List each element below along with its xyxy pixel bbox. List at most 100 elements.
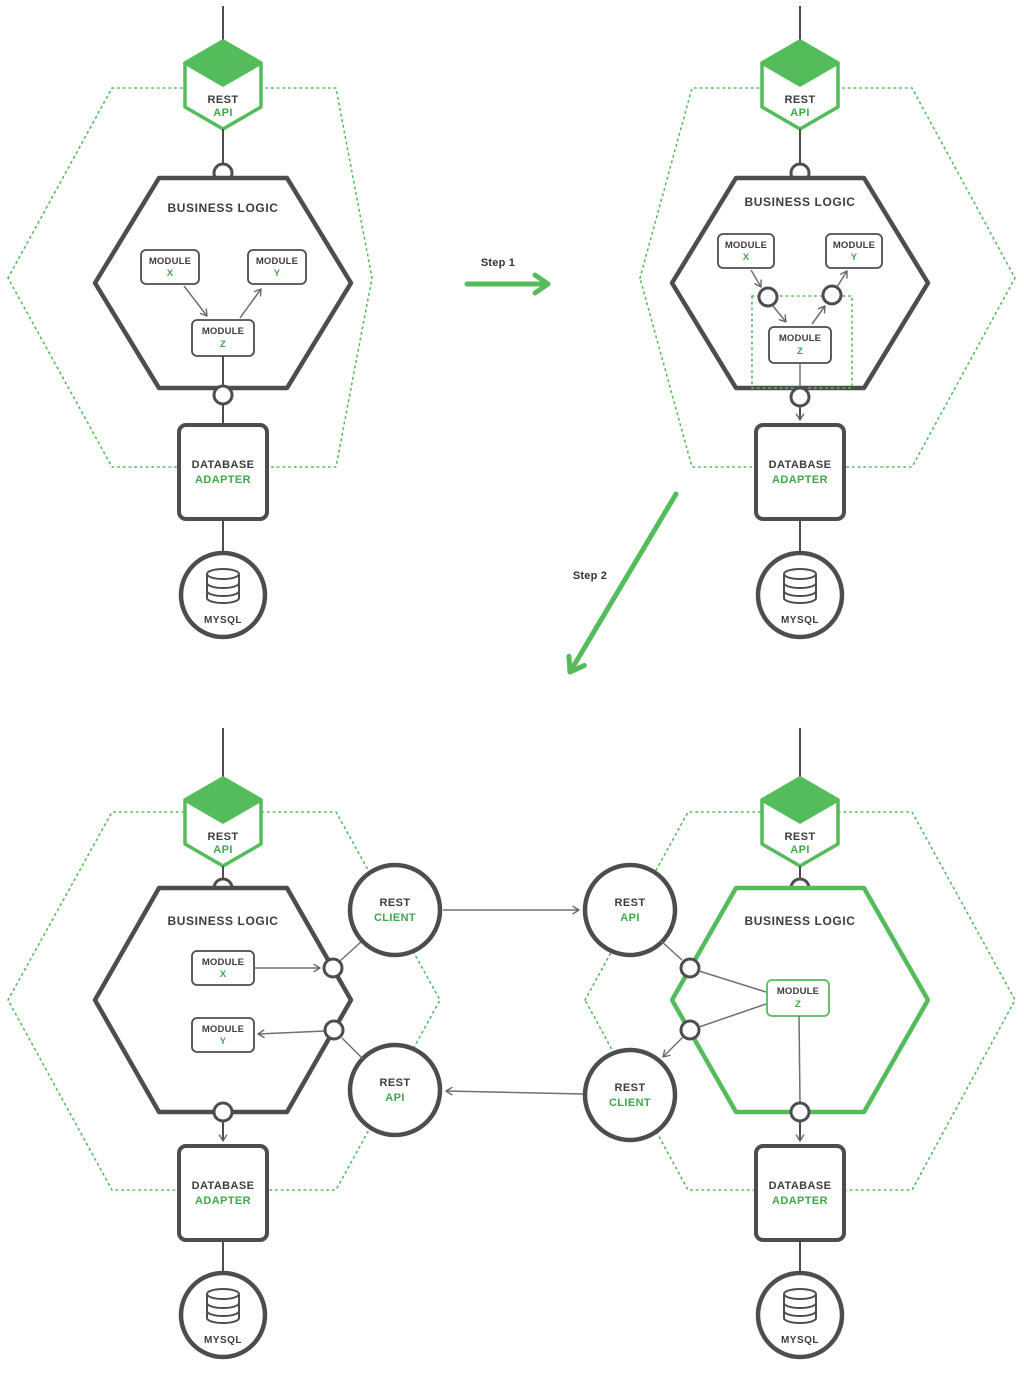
rest-api-circle: [347, 1042, 443, 1138]
module-label: MODULE: [149, 256, 191, 267]
api-label: API: [790, 107, 810, 119]
mysql-node: MYSQL: [178, 1270, 268, 1360]
database-label: DATABASE: [192, 459, 255, 471]
api-label: API: [213, 844, 233, 856]
module-x-box: [717, 233, 775, 269]
business-logic-hexagon: [92, 885, 354, 1115]
mysql-label: MYSQL: [204, 1335, 242, 1346]
rest-api-package-node: REST API: [760, 776, 840, 868]
mysql-label: MYSQL: [204, 615, 242, 626]
database-adapter-node: DATABASE ADAPTER: [754, 1144, 846, 1242]
rest-client-outbound-node: REST CLIENT: [347, 862, 443, 958]
rest-label: REST: [208, 831, 239, 843]
module-label: MODULE: [256, 256, 298, 267]
module-x-node: MODULE X: [140, 249, 200, 285]
arrow-port-to-y: [836, 270, 848, 288]
monolith-boundary-dotted: [639, 87, 1016, 468]
database-label: DATABASE: [769, 1180, 832, 1192]
interface-port: [323, 1019, 345, 1041]
arrow-z-to-port: [811, 305, 826, 325]
cylinder-rib: [206, 582, 240, 589]
business-logic-hexagon: [92, 175, 354, 391]
connector-line: [698, 1003, 767, 1028]
module-z-letter: Z: [220, 339, 226, 350]
package-top-face: [183, 776, 263, 824]
api-label: API: [385, 1092, 405, 1104]
arrow-port-to-client: [662, 1036, 684, 1058]
interface-port: [212, 1101, 234, 1123]
module-z-letter: Z: [797, 346, 803, 357]
cylinder-top: [206, 568, 240, 580]
rest-label: REST: [208, 94, 239, 106]
adapter-label: ADAPTER: [772, 1195, 828, 1207]
step2-arrow: [566, 491, 679, 675]
rest-client-circle: [347, 862, 443, 958]
module-y-letter: Y: [220, 1036, 227, 1047]
cylinder-top: [783, 1288, 817, 1300]
database-label: DATABASE: [192, 1180, 255, 1192]
interface-port: [789, 1101, 811, 1123]
database-cylinder-icon: [206, 568, 240, 604]
rest-label: REST: [380, 1077, 411, 1089]
mysql-label: MYSQL: [781, 1335, 819, 1346]
module-label: MODULE: [777, 986, 819, 997]
module-y-box: [825, 233, 883, 269]
interface-port: [789, 386, 811, 408]
module-y-node: MODULE Y: [247, 249, 307, 285]
database-adapter-node: DATABASE ADAPTER: [177, 423, 269, 521]
rest-api-circle: [582, 862, 678, 958]
connector-line: [698, 970, 767, 993]
database-adapter-box: [177, 423, 269, 521]
module-x-letter: X: [743, 252, 750, 263]
database-cylinder-icon: [206, 1288, 240, 1324]
module-x-node: MODULE X: [717, 233, 775, 269]
module-label: MODULE: [779, 333, 821, 344]
business-logic-label: BUSINESS LOGIC: [167, 201, 278, 215]
mysql-label: MYSQL: [781, 615, 819, 626]
module-x-node: MODULE X: [191, 950, 255, 986]
module-z-box: [766, 979, 830, 1017]
package-top-face: [760, 39, 840, 87]
rest-client-return-node: REST CLIENT: [582, 1047, 678, 1143]
cylinder-rib: [783, 1310, 817, 1317]
cylinder-top: [783, 568, 817, 580]
interface-port: [322, 957, 344, 979]
module-z-node: MODULE Z: [191, 319, 255, 357]
panel-monolith-step1: REST API BUSINESS LOGIC MODULE X MODULE …: [639, 6, 1016, 640]
database-adapter-node: DATABASE ADAPTER: [177, 1144, 269, 1242]
connector-line: [339, 940, 363, 962]
adapter-label: ADAPTER: [195, 474, 251, 486]
database-adapter-box: [754, 423, 846, 521]
arrow-port-to-y: [257, 1029, 326, 1039]
module-y-box: [191, 1017, 255, 1053]
step1-label: Step 1: [481, 257, 515, 269]
rest-api-inbound-node: REST API: [582, 862, 678, 958]
cylinder-rib: [206, 1310, 240, 1317]
module-x-letter: X: [220, 969, 227, 980]
rest-api-package-node: REST API: [183, 776, 263, 868]
database-adapter-node: DATABASE ADAPTER: [754, 423, 846, 521]
database-adapter-box: [754, 1144, 846, 1242]
cylinder-rib: [783, 590, 817, 597]
rest-label: REST: [615, 897, 646, 909]
mysql-node: MYSQL: [755, 1270, 845, 1360]
panel-monolith-refactored: REST API BUSINESS LOGIC MODULE X MODULE …: [7, 728, 441, 1360]
rest-api-package-node: REST API: [760, 39, 840, 131]
api-label: API: [790, 844, 810, 856]
cylinder-rib: [783, 582, 817, 589]
module-y-box: [247, 249, 307, 285]
module-y-node: MODULE Y: [825, 233, 883, 269]
module-y-letter: Y: [851, 252, 858, 263]
connector-line: [341, 1037, 364, 1060]
bottom-interconnect: REST CLIENT REST API REST CLIENT REST AP…: [339, 862, 684, 1143]
client-label: CLIENT: [609, 1097, 651, 1109]
business-logic-label: BUSINESS LOGIC: [744, 195, 855, 209]
panel-microservice-z: REST API BUSINESS LOGIC MODULE Z DATABAS…: [584, 728, 1016, 1360]
module-label: MODULE: [202, 326, 244, 337]
database-adapter-box: [177, 1144, 269, 1242]
interface-port: [821, 284, 843, 306]
rest-api-return-node: REST API: [347, 1042, 443, 1138]
module-label: MODULE: [725, 240, 767, 251]
rest-api-package-node: REST API: [183, 39, 263, 131]
